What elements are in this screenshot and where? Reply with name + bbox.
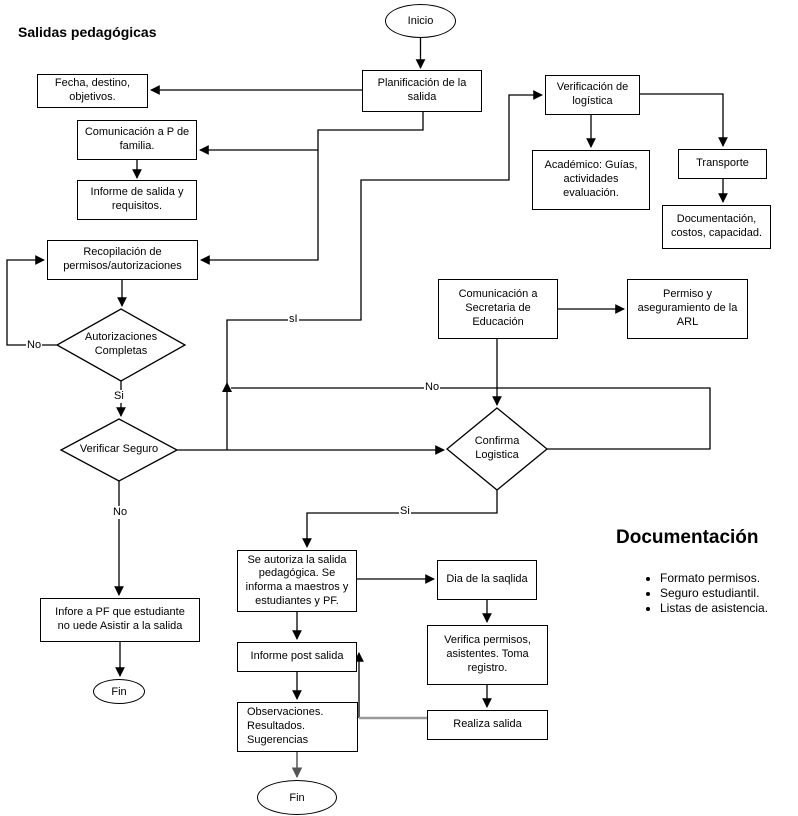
node-transporte: Transporte	[678, 149, 767, 179]
diamond-autorizaciones	[55, 308, 187, 382]
node-autorizaciones-completas: Autorizaciones Completas	[84, 331, 158, 357]
node-confirma-logistica: Confirma Logistica	[474, 435, 520, 461]
node-planificacion: Planificación de la salida	[362, 70, 482, 112]
edge-label-confirma-si: Si	[399, 505, 411, 518]
documentation-item: Formato permisos.	[660, 571, 768, 586]
node-informe-salida: Informe de salida y requisitos.	[77, 180, 197, 220]
node-fin-left: Fin	[93, 679, 145, 704]
node-verificar-seguro: Verificar Seguro	[79, 443, 159, 456]
node-permiso-arl: Permiso y aseguramiento de la ARL	[627, 279, 748, 339]
node-academico: Académico: Guías, actividades evaluación…	[532, 150, 650, 210]
diamond-confirma-logistica	[445, 407, 549, 491]
documentation-heading: Documentación	[616, 527, 759, 548]
documentation-item: Listas de asistencia.	[660, 601, 768, 616]
flow-edges	[6, 38, 728, 718]
edge-label-confirma-no: No	[424, 381, 441, 394]
node-se-autoriza: Se autoriza la salida pedagógica. Se inf…	[237, 550, 357, 612]
node-realiza-salida: Realiza salida	[427, 710, 548, 740]
node-comunicacion-pf: Comunicación a P de familia.	[77, 120, 197, 160]
node-verifica-permisos: Verifica permisos, asistentes. Toma regi…	[427, 625, 548, 685]
edge-label-autorizaciones-no: No	[26, 339, 43, 352]
diamond-verificar-seguro	[59, 418, 179, 482]
node-comunicacion-secretaria: Comunicación a Secretaria de Educación	[438, 279, 558, 339]
edge-label-verificar-no: No	[112, 506, 129, 519]
page-title: Salidas pedagógicas	[18, 24, 157, 40]
edge-label-verificar-si: sI	[288, 313, 299, 326]
flow-edges-gray	[291, 716, 427, 779]
node-infore-pf: Infore a PF que estudiante no uede Asist…	[40, 598, 200, 642]
node-fin-bottom: Fin	[257, 780, 337, 815]
node-documentacion-costos: Documentación, costos, capacidad.	[662, 205, 771, 249]
documentation-item: Seguro estudiantil.	[660, 586, 768, 601]
node-inicio: Inicio	[385, 4, 456, 38]
node-observaciones: Observaciones. Resultados. Sugerencias	[237, 702, 358, 752]
node-informe-post: Informe post salida	[237, 642, 357, 672]
node-fecha-destino: Fecha, destino, objetivos.	[37, 74, 148, 108]
node-dia-salida: Dia de la saqlida	[437, 560, 537, 600]
decision-diamonds	[55, 308, 549, 491]
edge-label-autorizaciones-si: Si	[113, 390, 125, 403]
documentation-list: Formato permisos. Seguro estudiantil. Li…	[660, 571, 768, 616]
node-verificacion-logistica: Verificación de logística	[545, 75, 640, 115]
node-recopilacion: Recopilación de permisos/autorizaciones	[47, 240, 198, 280]
